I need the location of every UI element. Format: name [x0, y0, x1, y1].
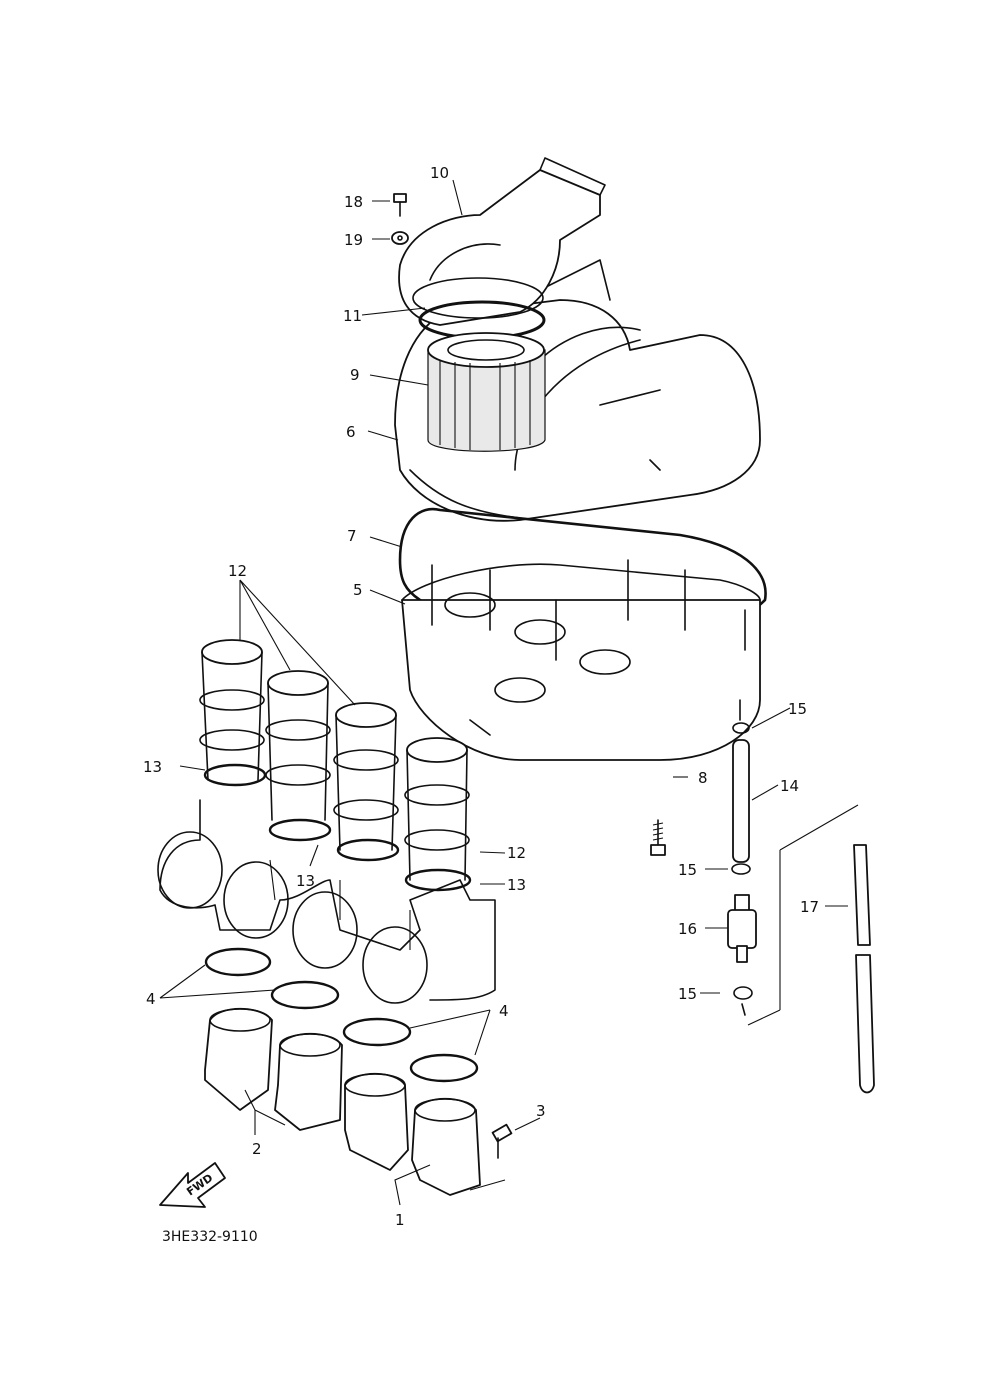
callout-9: 9 [350, 366, 360, 384]
carburetor-joint-2 [344, 1072, 481, 1196]
hose-clamp [204, 947, 272, 977]
tapping-screw [650, 819, 666, 856]
callout-19: 19 [344, 231, 363, 249]
air-filter-case [401, 559, 761, 761]
callout-10: 10 [430, 164, 449, 182]
joint-clamp [404, 868, 472, 892]
callout-12-right: 12 [507, 844, 526, 862]
hose-clip [731, 863, 751, 875]
callout-11: 11 [343, 307, 362, 325]
diagram-part-code: 3HE332-9110 [162, 1229, 258, 1245]
forward-direction-arrow: FWD [159, 1162, 226, 1208]
hose-clamp [270, 980, 340, 1010]
carburetor-joint [265, 670, 331, 821]
air-filter-element [427, 332, 546, 452]
callout-13-middle: 13 [296, 872, 315, 890]
callout-4-left: 4 [146, 990, 156, 1008]
callout-7: 7 [347, 527, 357, 545]
callout-14: 14 [780, 777, 799, 795]
leader-lines [159, 179, 848, 1206]
carburetor-joint [333, 702, 399, 851]
callout-6: 6 [346, 423, 356, 441]
carburetor-assembly [157, 799, 496, 1004]
callout-16: 16 [678, 920, 697, 938]
callout-18: 18 [344, 193, 363, 211]
hose-clamp [342, 1017, 412, 1047]
carburetor-joint [199, 639, 265, 781]
drain-hose [732, 739, 750, 863]
hose-joint [727, 894, 757, 963]
callout-4-right: 4 [499, 1002, 509, 1020]
callout-13-right: 13 [507, 876, 526, 894]
washer [391, 231, 409, 245]
bolt [393, 193, 407, 217]
joint-screw [491, 1123, 513, 1159]
callout-2: 2 [252, 1140, 262, 1158]
joint-clamp [268, 818, 332, 842]
hose-clip [733, 986, 753, 1016]
callout-17: 17 [800, 898, 819, 916]
hose-clip [732, 722, 750, 734]
joint-clamp [336, 838, 400, 862]
callout-13-left: 13 [143, 758, 162, 776]
callout-1: 1 [395, 1211, 405, 1229]
carburetor-joint [404, 737, 470, 881]
callout-5: 5 [353, 581, 363, 599]
callout-labels: 10 18 19 11 9 6 7 5 12 13 13 12 13 4 4 3… [143, 164, 819, 1229]
hose-clamp [409, 1053, 479, 1083]
group-bracket [747, 804, 859, 1026]
callout-15-top: 15 [788, 700, 807, 718]
joint-clamp [203, 763, 267, 787]
callout-8: 8 [698, 769, 708, 787]
air-intake-duct [398, 157, 606, 326]
callout-12-top: 12 [228, 562, 247, 580]
breather-hose [853, 844, 875, 1094]
callout-15-bottom: 15 [678, 985, 697, 1003]
callout-15-middle: 15 [678, 861, 697, 879]
carburetor-joint-1 [204, 1007, 343, 1131]
callout-3: 3 [536, 1102, 546, 1120]
